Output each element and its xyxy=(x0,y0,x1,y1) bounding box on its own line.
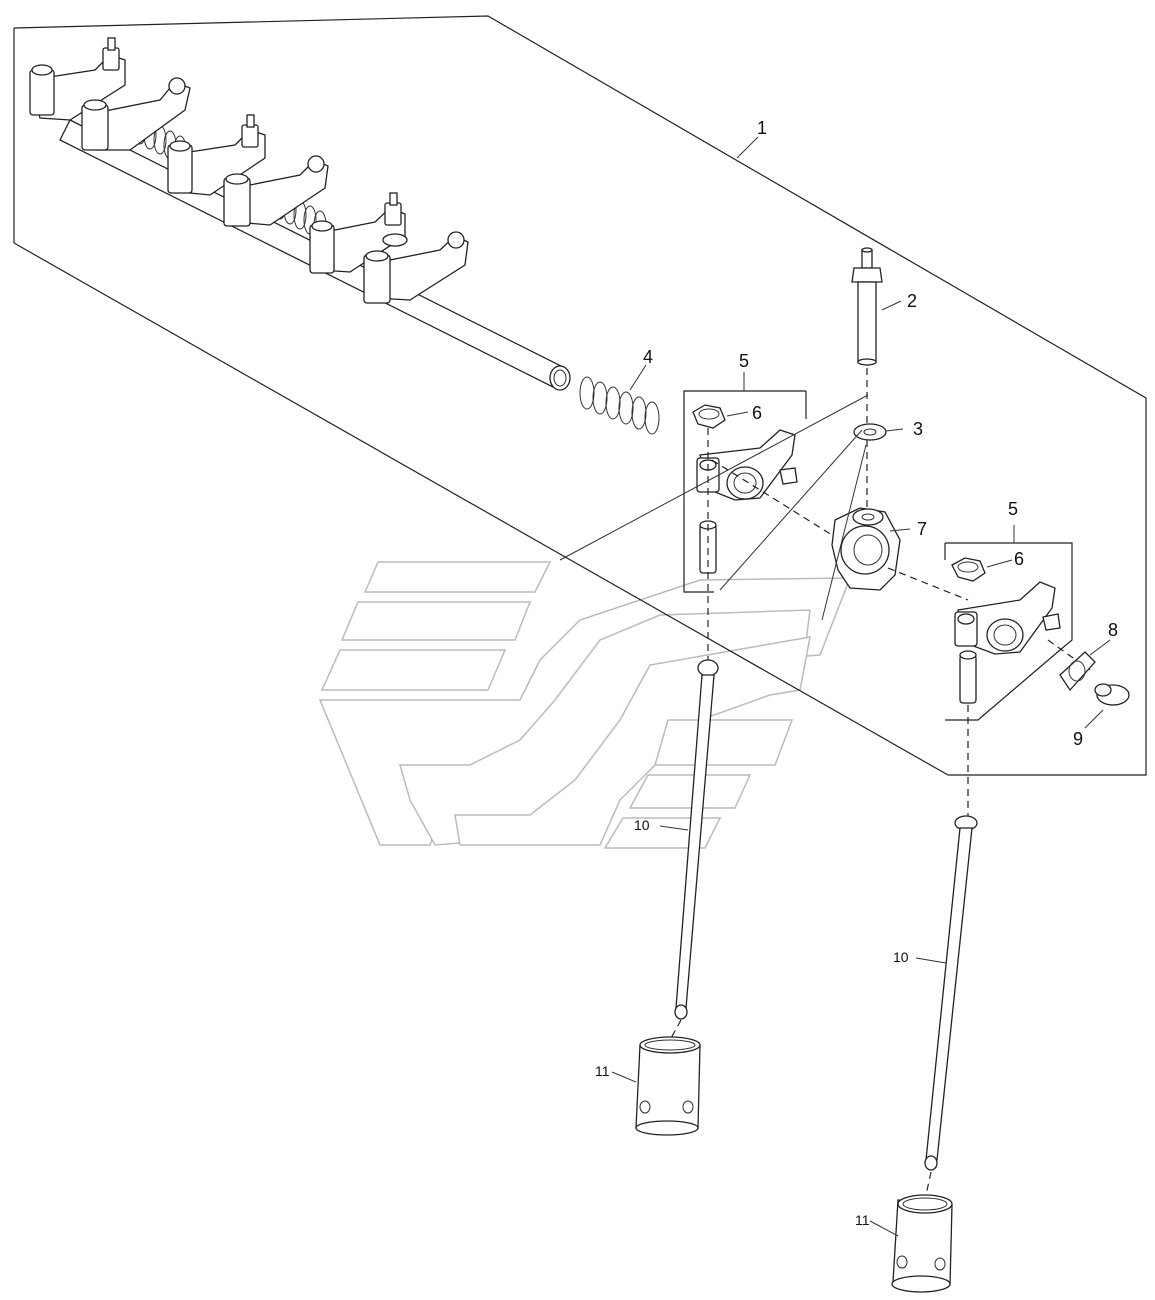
callout-11-right: 11 xyxy=(855,1212,870,1228)
callout-7: 7 xyxy=(917,519,927,539)
pushrod-right xyxy=(924,815,978,1171)
callout-5-right: 5 xyxy=(1008,499,1018,519)
callout-11-left: 11 xyxy=(595,1063,610,1079)
rocker-arm-right xyxy=(951,557,1061,704)
callout-3: 3 xyxy=(913,419,923,439)
rocker-arm-left xyxy=(692,404,798,574)
callout-6-left: 6 xyxy=(752,403,762,423)
tappet-left xyxy=(635,1036,701,1136)
tappet-right xyxy=(891,1194,953,1293)
assembly-outline xyxy=(13,15,1147,776)
shaft-rocker-arm-6 xyxy=(363,231,469,304)
spring-part xyxy=(579,376,660,435)
rocker-group-box-left xyxy=(683,390,807,593)
shaft-rocker-arm-5 xyxy=(309,192,408,274)
washer-part xyxy=(853,423,887,441)
gasket-part xyxy=(1059,651,1096,692)
callout-10-right: 10 xyxy=(893,949,909,965)
shaft-rocker-arm-4 xyxy=(223,155,329,227)
right-pushrod-centerline xyxy=(925,1171,932,1196)
shaft-rocker-arm-1 xyxy=(29,37,126,121)
shaft-rocker-arm-2 xyxy=(81,77,191,151)
guide-lines xyxy=(559,394,869,621)
watermark-logo xyxy=(318,561,852,849)
pushrod-left xyxy=(674,659,719,1020)
leader-lines xyxy=(611,136,1111,1237)
callout-9: 9 xyxy=(1073,729,1083,749)
left-rocker-to-pedestal xyxy=(711,459,849,546)
pedestal-part xyxy=(831,507,901,591)
right-rocker-to-washer xyxy=(1047,639,1091,671)
rocker-shaft-assembly xyxy=(29,37,571,391)
shaft-rocker-arm-3 xyxy=(167,114,266,196)
left-pushrod-centerline xyxy=(669,1019,682,1041)
rocker-group-box-right xyxy=(944,542,1073,721)
callout-10-left: 10 xyxy=(634,817,650,833)
callout-1: 1 xyxy=(757,118,767,138)
stud-part xyxy=(851,247,883,366)
callout-8: 8 xyxy=(1108,620,1118,640)
plug-part xyxy=(1094,683,1130,706)
callout-2: 2 xyxy=(907,291,917,311)
callout-4: 4 xyxy=(643,347,653,367)
callout-5-left: 5 xyxy=(739,351,749,371)
callout-6-right: 6 xyxy=(1014,549,1024,569)
pedestal-to-right-rocker xyxy=(887,567,969,601)
